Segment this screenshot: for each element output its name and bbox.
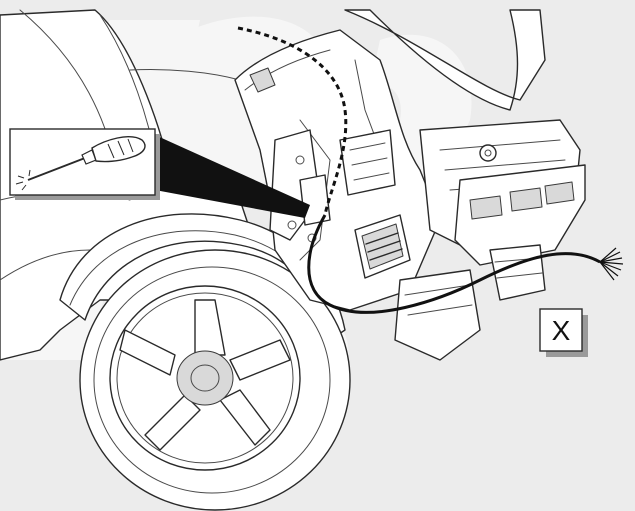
wheel-icon	[79, 249, 351, 511]
wiring-cable	[307, 214, 601, 314]
screwdriver-icon	[15, 136, 146, 191]
air-vent	[354, 214, 411, 279]
tailgate-and-bumper	[344, 9, 586, 361]
cable-wire-ends	[599, 247, 624, 281]
cable-route-dashed	[237, 26, 348, 216]
callout-label-box: X	[539, 308, 588, 357]
inset-detail	[9, 128, 160, 200]
callout-label: X	[552, 315, 571, 346]
callout-beam	[155, 135, 310, 218]
